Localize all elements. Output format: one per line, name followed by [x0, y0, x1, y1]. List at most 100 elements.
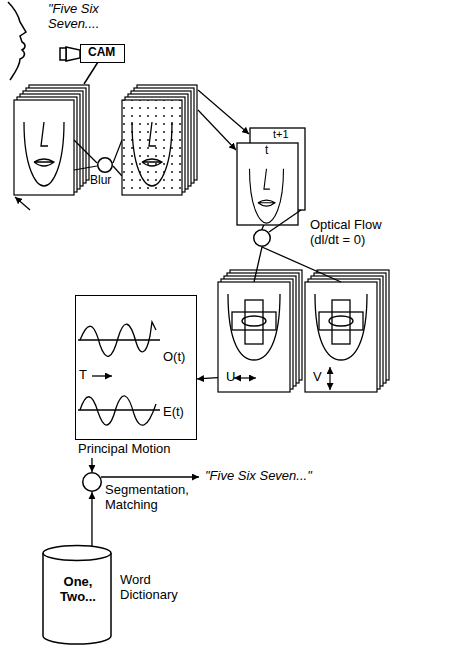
- blur-wires: [113, 166, 122, 176]
- text-slot: Word Dictionary: [120, 573, 200, 603]
- v-flow-stack-text: V: [313, 370, 322, 385]
- blur-wires: [113, 140, 122, 163]
- frame-pair-drawing: [269, 210, 301, 232]
- blurred-frame-stack: [122, 100, 182, 195]
- motion-traces: [92, 375, 112, 376]
- raw-frame-stack: [15, 197, 30, 210]
- blurred-frame-stack: [149, 122, 156, 146]
- motion-traces: [78, 322, 160, 425]
- v-flow-stack: V: [305, 282, 377, 392]
- principal-motion-panel-text: T: [79, 368, 87, 383]
- v-flow-frames: [332, 300, 350, 344]
- camera-lens: [84, 62, 98, 84]
- raw-frame-stack: [14, 85, 89, 210]
- blur-wires: [74, 140, 122, 176]
- output-arrow: [101, 476, 199, 477]
- v-flow-frames: [319, 312, 363, 330]
- word-dictionary: One, Two... Word Dictionary: [42, 545, 202, 645]
- text-slot: t+1: [273, 128, 289, 141]
- frame-feed-arrows: [198, 110, 236, 150]
- raw-frame-stack: [41, 122, 48, 146]
- raw-frame-stack: [34, 159, 54, 166]
- blurred-frame-stack: [132, 122, 172, 186]
- blurred-frame-stack: [122, 100, 182, 195]
- text-slot: Segmentation, Matching: [105, 483, 200, 513]
- speech-quote: "Five Six Seven....: [48, 2, 120, 32]
- optical-flow-operator-text: Optical Flow (dl/dt = 0): [310, 218, 394, 248]
- text-slot: Blur: [90, 174, 111, 188]
- flow-connector: [262, 247, 341, 282]
- principal-motion-panel-text: O(t): [163, 350, 185, 365]
- operator-circle: [97, 157, 113, 173]
- flow-connector: [197, 378, 218, 379]
- u-flow-frames: [228, 294, 280, 360]
- speaker-profile: [8, 2, 26, 80]
- principal-motion-panel: T O(t) E(t) Principal Motion: [75, 295, 197, 458]
- frame-pair-text: t: [265, 144, 268, 158]
- u-flow-frames: [245, 300, 263, 344]
- raw-frame-stack: [24, 122, 64, 186]
- principal-motion-panel-text: Principal Motion: [78, 442, 171, 457]
- v-flow-frames: [315, 294, 367, 360]
- camera-box: CAM: [80, 44, 125, 63]
- blurred-frame-stack: [132, 122, 172, 186]
- u-flow-frames: [218, 270, 302, 392]
- text-slot: t: [265, 144, 268, 158]
- blur-operator-outline: [97, 157, 113, 173]
- v-flow-frames: [329, 316, 353, 326]
- flow-connector: [254, 247, 262, 282]
- text-slot: Optical Flow (dl/dt = 0): [310, 218, 394, 248]
- principal-motion-panel-text: E(t): [163, 405, 184, 420]
- speaker-profile: [8, 2, 26, 80]
- frame-pair-drawing: [258, 200, 275, 206]
- text-slot: CAM: [88, 46, 117, 60]
- u-flow-frames: [218, 282, 290, 392]
- frame-pair-drawing: [250, 169, 284, 223]
- matching-operator-text: Segmentation, Matching: [105, 483, 200, 513]
- output-arrow: [101, 476, 199, 477]
- database-cylinder: [43, 553, 111, 644]
- operator-circle: [98, 158, 113, 173]
- flow-connector: [91, 458, 92, 472]
- operator-circle: [254, 230, 271, 247]
- text-slot: V: [313, 370, 322, 385]
- optical-flow-operator-outline: [253, 229, 271, 247]
- motion-traces: [78, 339, 160, 340]
- u-flow-frames: [232, 312, 276, 330]
- motion-traces: [80, 396, 156, 425]
- v-flow-frames: [315, 294, 367, 360]
- frame-pair-drawing: [264, 169, 270, 189]
- text-slot: U: [226, 370, 235, 385]
- u-flow-stack-text: U: [226, 370, 235, 385]
- text-slot: One, Two...: [49, 575, 107, 605]
- motion-traces: [78, 409, 160, 410]
- blur-wires: [74, 140, 97, 163]
- matching-operator-outline: [82, 472, 102, 492]
- database-cylinder: [43, 546, 111, 561]
- camera-lens: [66, 47, 80, 61]
- recognized-output: "Five Six Seven...": [205, 469, 312, 484]
- camera-lens: [60, 48, 66, 60]
- raw-frame-stack: [14, 100, 74, 195]
- operator-circle: [83, 473, 102, 492]
- word-dictionary-text: Word Dictionary: [120, 573, 200, 603]
- word-dictionary-text: One, Two...: [49, 575, 107, 605]
- text-slot: T: [79, 368, 87, 383]
- frame-pair-drawing: [237, 143, 298, 225]
- text-slot: Principal Motion: [78, 442, 171, 457]
- v-flow-frames: [305, 282, 377, 392]
- u-flow-frames: [234, 377, 256, 378]
- matching-operator: Segmentation, Matching: [80, 470, 205, 512]
- recognized-output: "Five Six Seven...": [205, 469, 312, 484]
- frame-pair: t+1 t: [237, 128, 305, 225]
- flow-connector: [262, 225, 264, 229]
- operator-circle: [82, 472, 102, 492]
- blur-operator: Blur: [88, 155, 128, 189]
- blurred-frame-stack: [122, 85, 197, 195]
- v-flow-frames: [305, 270, 389, 392]
- raw-frame-stack: [24, 122, 64, 186]
- v-flow-frames: [329, 367, 330, 390]
- frame-pair-drawing: [250, 169, 284, 223]
- text-slot: O(t): [163, 350, 185, 365]
